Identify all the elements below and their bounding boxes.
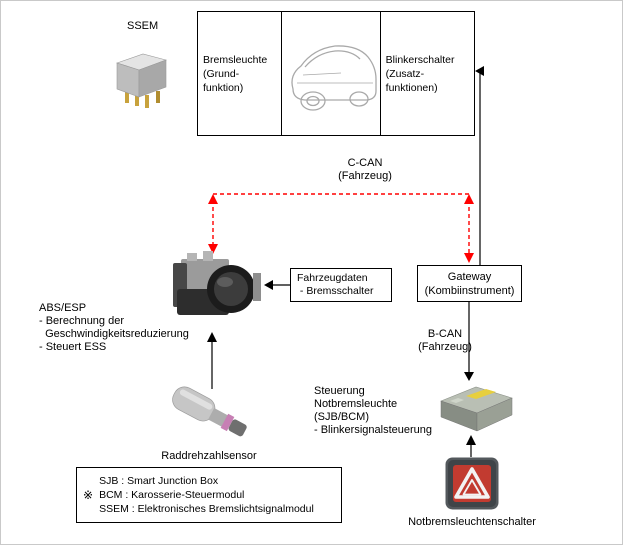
- ssem-relay-icon: [116, 53, 167, 108]
- ess-control-description: Steuerung Notbremsleuchte (SJB/BCM) - Bl…: [314, 385, 433, 436]
- note-marker: ※: [83, 488, 94, 502]
- wheel-speed-sensor-icon: [172, 386, 247, 437]
- car-sketch-icon: [290, 45, 377, 111]
- note-line-ssem: SSEM : Elektronisches Bremslichtsignalmo…: [99, 503, 314, 515]
- hazard-switch-label: Notbremsleuchtenschalter: [408, 516, 536, 528]
- hazard-switch-icon: [445, 457, 499, 510]
- note-line-bcm: BCM : Karosserie-Steuermodul: [99, 489, 245, 501]
- wheel-speed-sensor-label: Raddrehzahlsensor: [161, 450, 257, 462]
- turn-switch-cell: Blinkerschalter (Zusatz- funktionen): [381, 12, 474, 135]
- c-can-bus-lines: [208, 193, 474, 263]
- brake-light-cell: Bremsleuchte (Grund- funktion): [198, 12, 283, 135]
- function-overview-box: Bremsleuchte (Grund- funktion) Blinkersc…: [197, 11, 475, 136]
- note-line-sjb: SJB : Smart Junction Box: [99, 475, 219, 487]
- turn-switch-label: Blinkerschalter (Zusatz- funktionen): [385, 53, 455, 94]
- note-lines: SJB : Smart Junction Box BCM : Karosseri…: [99, 474, 314, 516]
- vehicle-data-box: Fahrzeugdaten - Bremsschalter: [290, 268, 392, 302]
- ssem-label: SSEM: [127, 20, 159, 32]
- abs-esp-description: ABS/ESP - Berechnung der Geschwindigkeit…: [39, 302, 189, 353]
- car-image-cell: [282, 12, 381, 135]
- signal-arrows: [207, 66, 484, 457]
- abbreviation-note-box: ※ SJB : Smart Junction Box BCM : Karosse…: [76, 467, 342, 523]
- brake-light-label: Bremsleuchte (Grund- funktion): [203, 53, 268, 94]
- abs-esp-unit-icon: [173, 251, 261, 315]
- c-can-label: C-CAN (Fahrzeug): [338, 157, 392, 182]
- gateway-label: Gateway (Kombiinstrument): [424, 270, 515, 297]
- b-can-label: B-CAN (Fahrzeug): [418, 328, 472, 353]
- sjb-bcm-module-icon: [440, 386, 513, 432]
- gateway-box: Gateway (Kombiinstrument): [417, 265, 522, 302]
